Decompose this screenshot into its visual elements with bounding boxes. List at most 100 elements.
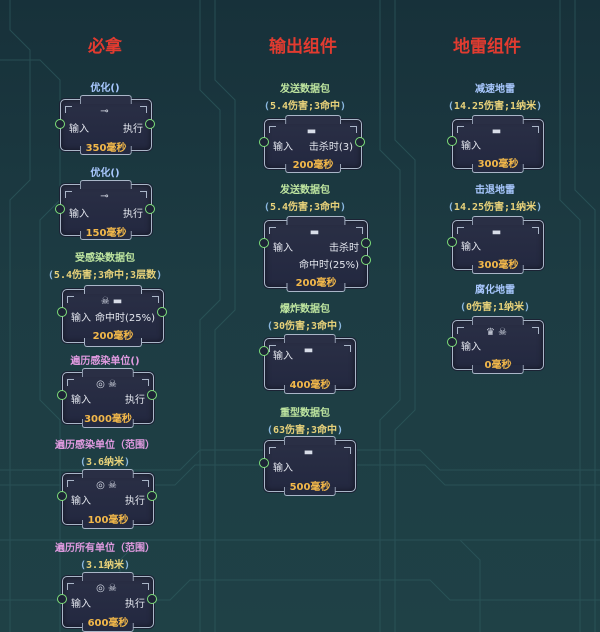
on-hit-port[interactable] <box>157 307 167 317</box>
on-kill-port-label: 击杀时 <box>329 243 359 254</box>
input-port[interactable] <box>447 337 457 347</box>
input-port[interactable] <box>259 137 269 147</box>
input-port-label: 输入 <box>461 141 481 152</box>
duration-label: 200毫秒 <box>292 160 334 171</box>
input-port-label: 输入 <box>273 243 293 254</box>
duration-label: 200毫秒 <box>295 278 337 289</box>
duration-label: 0毫秒 <box>484 360 512 371</box>
node-title: 发送数据包 <box>280 185 330 196</box>
radar-icon: ◎ <box>96 379 108 390</box>
node-stats: (14.25伤害;1纳米) <box>447 202 543 213</box>
on-kill-port[interactable] <box>361 238 371 248</box>
node-card-optimize-1[interactable]: ⊸ 输入 执行 350毫秒 <box>60 95 152 155</box>
node-title: 重型数据包 <box>280 408 330 419</box>
skull-icon: ☠ <box>107 379 120 390</box>
packet-icon: ▬ <box>491 227 505 238</box>
input-port-label: 输入 <box>273 463 293 474</box>
duration-label: 300毫秒 <box>477 260 519 271</box>
input-port-label: 输入 <box>71 496 91 507</box>
node-card-infected-packet[interactable]: ☠▬ 输入 命中时(25%) 200毫秒 <box>62 285 164 347</box>
output-port[interactable] <box>147 491 157 501</box>
execute-port-label: 执行 <box>125 599 145 610</box>
node-card-explode-packet[interactable]: ▬ 输入 400毫秒 <box>264 334 356 394</box>
node-stats: (5.4伤害;3命中) <box>263 202 347 213</box>
on-hit-port-label: 命中时(25%) <box>298 260 359 271</box>
input-port[interactable] <box>259 458 269 468</box>
node-title: 遍历感染单位() <box>70 356 140 367</box>
input-port[interactable] <box>55 204 65 214</box>
node-card-corrode-mine[interactable]: ♛☠ 输入 0毫秒 <box>452 316 544 374</box>
node-title: 优化() <box>90 168 120 179</box>
node-title: 受感染数据包 <box>75 253 135 264</box>
input-port[interactable] <box>57 390 67 400</box>
packet-icon: ▬ <box>303 345 317 356</box>
radar-icon: ◎ <box>96 583 108 594</box>
input-port[interactable] <box>259 238 269 248</box>
node-card-iterate-infected[interactable]: ◎☠ 输入 执行 3000毫秒 <box>62 368 154 428</box>
packet-icon: ▬ <box>112 296 126 307</box>
input-port-label: 输入 <box>69 209 89 220</box>
branch-icon: ⊸ <box>100 191 112 202</box>
node-title: 遍历感染单位（范围） <box>55 440 155 451</box>
column-title-mine: 地雷组件 <box>453 37 521 57</box>
output-port[interactable] <box>145 204 155 214</box>
duration-label: 100毫秒 <box>87 515 129 526</box>
node-card-send-packet-2[interactable]: ▬ 输入 击杀时 命中时(25%) 200毫秒 <box>264 216 368 292</box>
output-port[interactable] <box>145 119 155 129</box>
input-port[interactable] <box>55 119 65 129</box>
node-card-iterate-infected-range[interactable]: ◎☠ 输入 执行 100毫秒 <box>62 469 154 529</box>
packet-icon: ▬ <box>491 126 505 137</box>
input-port-label: 输入 <box>71 599 91 610</box>
node-title: 击退地雷 <box>475 185 515 196</box>
packet-icon: ▬ <box>303 447 317 458</box>
input-port[interactable] <box>447 237 457 247</box>
node-title: 爆炸数据包 <box>280 304 330 315</box>
output-port[interactable] <box>147 594 157 604</box>
input-port[interactable] <box>57 307 67 317</box>
input-port[interactable] <box>259 346 269 356</box>
input-port-label: 输入 <box>71 313 91 324</box>
node-card-iterate-all-range[interactable]: ◎☠ 输入 执行 600毫秒 <box>62 572 154 632</box>
duration-label: 3000毫秒 <box>84 414 132 425</box>
node-title: 优化() <box>90 83 120 94</box>
input-port-label: 输入 <box>461 242 481 253</box>
branch-icon: ⊸ <box>100 106 112 117</box>
input-port[interactable] <box>57 594 67 604</box>
column-title-must-have: 必拿 <box>88 37 122 57</box>
execute-port-label: 执行 <box>125 496 145 507</box>
node-card-heavy-packet[interactable]: ▬ 输入 500毫秒 <box>264 436 356 496</box>
node-title: 遍历所有单位（范围） <box>55 543 155 554</box>
input-port[interactable] <box>57 491 67 501</box>
packet-icon: ▬ <box>306 126 320 137</box>
input-port-label: 输入 <box>71 395 91 406</box>
skull-icon: ☠ <box>107 480 120 491</box>
input-port[interactable] <box>447 136 457 146</box>
skull-icon: ☠ <box>498 327 510 338</box>
on-hit-port[interactable] <box>361 255 371 265</box>
node-stats: (5.4伤害;3命中;3层数) <box>47 270 163 281</box>
packet-icon: ▬ <box>309 227 323 238</box>
duration-label: 150毫秒 <box>85 228 127 239</box>
node-card-send-packet-1[interactable]: ▬ 输入 击杀时(3) 200毫秒 <box>264 115 362 173</box>
output-port[interactable] <box>147 390 157 400</box>
node-card-optimize-2[interactable]: ⊸ 输入 执行 150毫秒 <box>60 180 152 240</box>
on-kill-port-label: 击杀时(3) <box>308 142 353 153</box>
node-stats: (30伤害;3命中) <box>266 321 344 332</box>
skull-icon: ☠ <box>107 583 120 594</box>
node-card-knockback-mine[interactable]: ▬ 输入 300毫秒 <box>452 216 544 274</box>
duration-label: 200毫秒 <box>92 331 134 342</box>
node-stats: (63伤害;3命中) <box>266 425 344 436</box>
node-title: 腐化地雷 <box>475 285 515 296</box>
input-port-label: 输入 <box>273 351 293 362</box>
radar-icon: ◎ <box>96 480 108 491</box>
input-port-label: 输入 <box>273 142 293 153</box>
duration-label: 350毫秒 <box>85 143 127 154</box>
on-kill-port[interactable] <box>355 137 365 147</box>
on-hit-port-label: 命中时(25%) <box>94 313 155 324</box>
node-stats: (5.4伤害;3命中) <box>263 101 347 112</box>
node-title: 发送数据包 <box>280 84 330 95</box>
execute-port-label: 执行 <box>123 124 143 135</box>
node-title: 减速地雷 <box>475 84 515 95</box>
node-card-slow-mine[interactable]: ▬ 输入 300毫秒 <box>452 115 544 173</box>
execute-port-label: 执行 <box>123 209 143 220</box>
